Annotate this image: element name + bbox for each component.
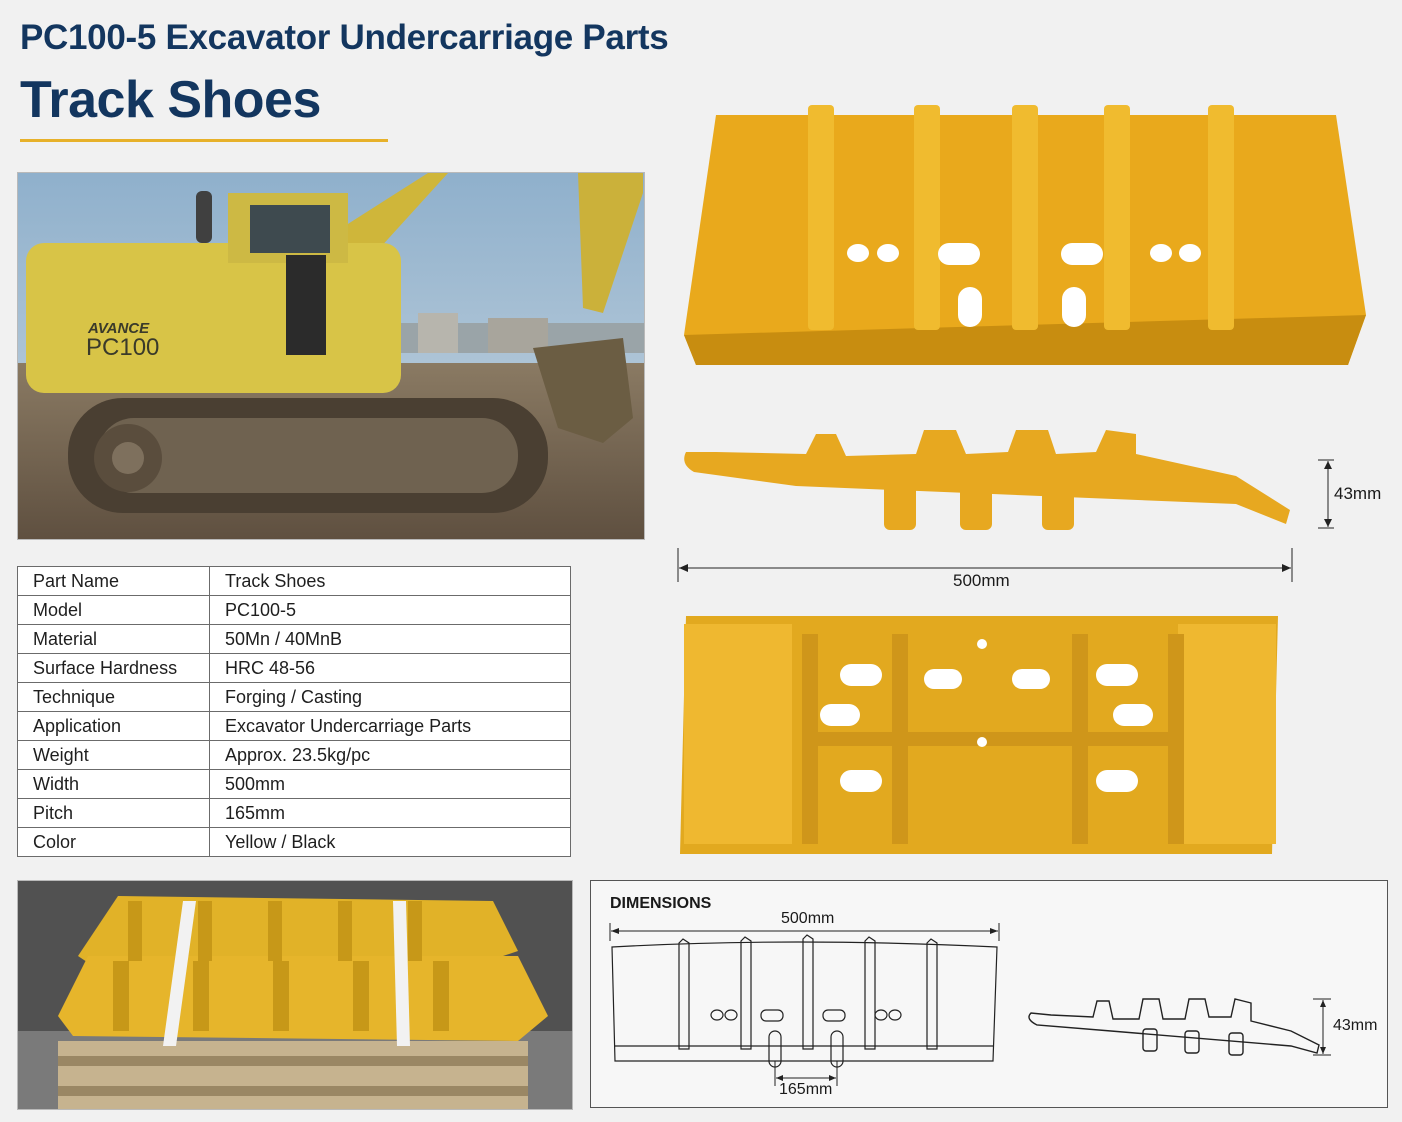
dimensions-title: DIMENSIONS — [610, 895, 712, 912]
spec-label: Application — [17, 711, 210, 741]
spec-value: PC100-5 — [209, 595, 571, 625]
excavator-illustration: AVANCE PC100 — [18, 173, 644, 539]
height-dimension-arrow — [1318, 459, 1334, 529]
spec-label: Material — [17, 624, 210, 654]
dimensions-width-label: 500mm — [781, 910, 835, 927]
width-dimension-label: 500mm — [953, 571, 1010, 590]
spec-label: Width — [17, 769, 210, 799]
spec-value: Forging / Casting — [209, 682, 571, 712]
width-dimension-arrow — [677, 548, 1293, 582]
spec-value: Yellow / Black — [209, 827, 571, 857]
spec-label: Surface Hardness — [17, 653, 210, 683]
photo-model-text: PC100 — [86, 334, 159, 361]
dimensions-pitch-label: 165mm — [779, 1081, 833, 1098]
track-shoe-top-view — [684, 105, 1366, 365]
spec-value: HRC 48-56 — [209, 653, 571, 683]
page-subtitle: Track Shoes — [20, 71, 321, 129]
spec-value: 165mm — [209, 798, 571, 828]
dimensions-panel: DIMENSIONS 500mm 165mm 43mm — [590, 880, 1388, 1108]
height-dimension-label: 43mm — [1334, 484, 1382, 503]
spec-value: Excavator Undercarriage Parts — [209, 711, 571, 741]
spec-label: Part Name — [17, 566, 210, 596]
pallet-photo — [17, 880, 573, 1110]
spec-label: Model — [17, 595, 210, 625]
spec-label: Color — [17, 827, 210, 857]
spec-value: Approx. 23.5kg/pc — [209, 740, 571, 770]
pallet-illustration — [18, 881, 572, 1109]
photo-brand-text: AVANCE — [87, 320, 150, 337]
track-shoe-side-view — [684, 430, 1290, 530]
dimensions-height-label: 43mm — [1333, 1017, 1378, 1034]
dimension-drawings — [609, 923, 1331, 1086]
spec-label: Technique — [17, 682, 210, 712]
track-shoe-bottom-view — [680, 616, 1278, 854]
excavator-photo: AVANCE PC100 — [17, 172, 645, 540]
title-underline — [20, 139, 388, 142]
spec-label: Pitch — [17, 798, 210, 828]
spec-value: Track Shoes — [209, 566, 571, 596]
spec-value: 500mm — [209, 769, 571, 799]
page-title: PC100-5 Excavator Undercarriage Parts — [20, 18, 669, 57]
spec-value: 50Mn / 40MnB — [209, 624, 571, 654]
spec-label: Weight — [17, 740, 210, 770]
